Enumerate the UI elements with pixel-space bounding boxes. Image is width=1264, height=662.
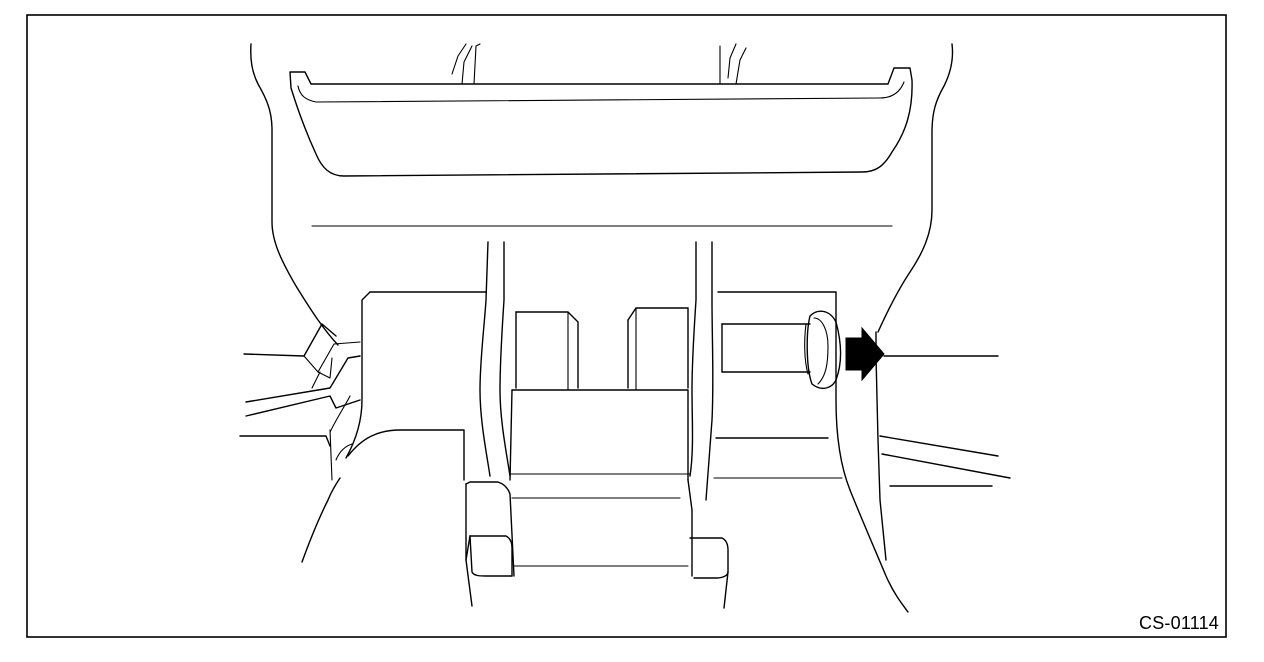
left-center-panel xyxy=(335,291,487,481)
right-arrow-icon xyxy=(845,326,885,382)
lower-base xyxy=(465,479,729,609)
left-pillar xyxy=(479,241,511,477)
mounting-tabs xyxy=(451,43,747,85)
center-lower-box xyxy=(509,389,691,567)
left-side-brackets xyxy=(239,323,361,563)
console-tray xyxy=(289,67,913,177)
figure-border xyxy=(26,14,1227,638)
figure-code-label: CS-01114 xyxy=(1139,613,1219,633)
console-upper-body xyxy=(250,43,954,346)
center-brackets xyxy=(515,307,689,391)
right-side-panel xyxy=(713,291,909,613)
release-button xyxy=(721,310,842,390)
right-outer-features xyxy=(875,331,1011,561)
right-pillar xyxy=(689,241,714,501)
